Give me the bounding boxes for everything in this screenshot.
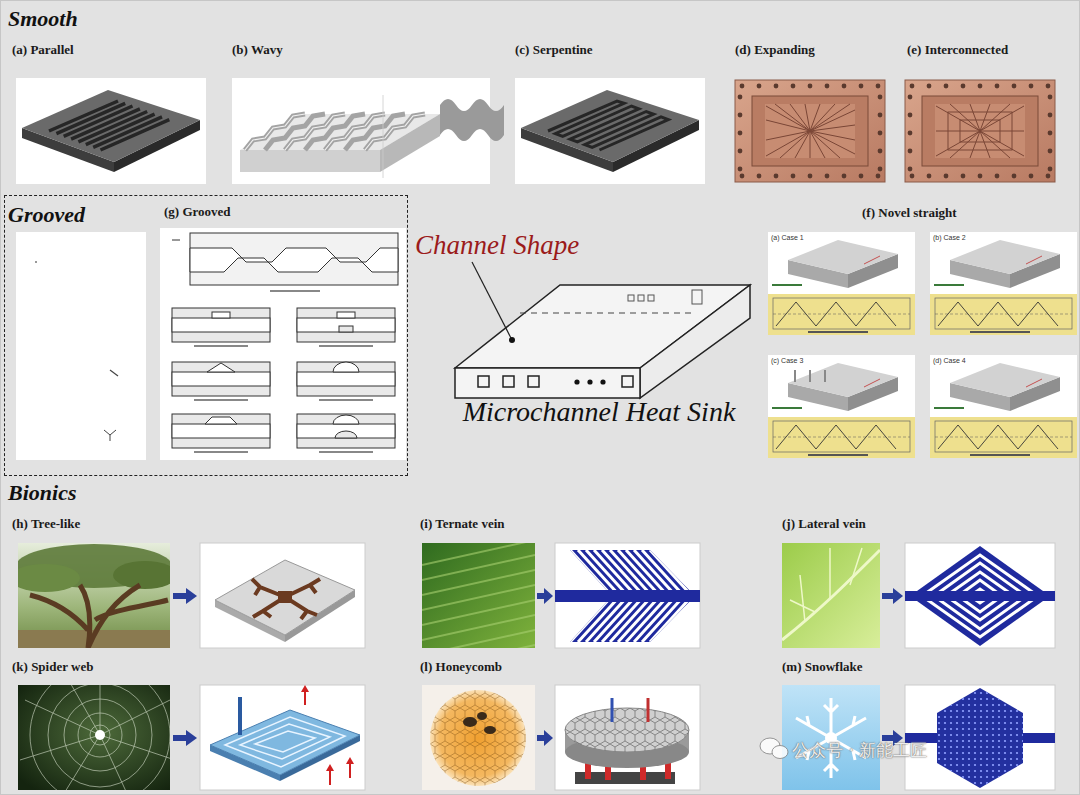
panel-caption: (b) Case 2 (933, 234, 966, 241)
grooved-illustration (16, 228, 406, 460)
panel-caption-box: (m) Snowflake (780, 659, 1058, 793)
panel-caption-box: (l) Honeycomb (418, 659, 703, 793)
lateral-vein-illustration (782, 543, 1055, 648)
panel-caption: (c) Serpentine (515, 42, 593, 58)
watermark-icon (760, 738, 788, 759)
wavy-heat-sink (232, 78, 504, 184)
panel-caption: (d) Case 4 (933, 357, 966, 364)
panel-caption: (b) Wavy (232, 42, 283, 58)
heat-sink-box: Microchannel Heat Sink (440, 280, 758, 432)
channel-shape-label: Channel Shape (415, 230, 579, 261)
panel-caption: (i) Ternate vein (420, 516, 505, 532)
case-panel: (b) Case 2 (930, 232, 1077, 335)
panel-caption: (c) Case 3 (771, 357, 803, 364)
section-heading: Bionics (8, 480, 76, 506)
panel-caption: (g) Grooved (164, 204, 231, 220)
microchannel-heat-sink-drawing (455, 262, 750, 398)
panel-caption: (m) Snowflake (782, 659, 863, 675)
panel-caption-box: (k) Spider web (10, 659, 368, 793)
case-panel: (c) Case 3 (768, 355, 915, 458)
dashed-section-box: Grooved (g) Grooved (4, 195, 408, 476)
panel-caption-box: (j) Lateral vein (780, 516, 1058, 650)
panel-caption: (j) Lateral vein (782, 516, 866, 532)
panel-caption-box: (b) Wavy (230, 42, 492, 185)
case-panel: (a) Case 1 (768, 232, 915, 335)
panel-caption-box: (h) Tree-like (10, 516, 368, 650)
panel-caption-box: (a) Parallel (12, 42, 210, 185)
heat-sink-title: Microchannel Heat Sink (440, 396, 758, 428)
panel-caption-box: (e) Interconnected (903, 42, 1058, 185)
panel-caption: (d) Expanding (735, 42, 815, 58)
panel-caption: (e) Interconnected (907, 42, 1008, 58)
serpentine-heat-sink (515, 78, 705, 184)
panel-caption-box: (i) Ternate vein (418, 516, 703, 650)
spider-web-illustration (18, 660, 365, 795)
tree-bionic-illustration (10, 543, 365, 648)
novel-straight-illustration (768, 232, 1077, 458)
panel-caption: (h) Tree-like (12, 516, 80, 532)
parallel-heat-sink (16, 78, 206, 184)
expanding-heat-sink (735, 80, 885, 182)
panel-caption-box: (c) Serpentine (512, 42, 712, 185)
watermark: 公众号 · 新能工匠 (792, 739, 927, 762)
panel-caption: (l) Honeycomb (420, 659, 502, 675)
panel-caption-box: (d) Expanding (733, 42, 888, 185)
panel-caption: (k) Spider web (12, 659, 93, 675)
panel-caption-box: (g) Grooved (161, 204, 407, 464)
ternate-vein-illustration (422, 540, 700, 670)
panel-caption: (a) Case 1 (771, 234, 804, 241)
snowflake-illustration (782, 685, 1055, 790)
panel-caption: (a) Parallel (12, 42, 74, 58)
section-heading: Grooved (8, 202, 85, 228)
section-band: Smooth (a) Parallel (b) Wavy (c) Serpentine… (0, 0, 1080, 190)
panel-caption: (f) Novel straight (862, 205, 957, 221)
panel-caption-box: (f) Novel straight (a) Case 1 (b) Case 2 (c… (764, 205, 1078, 463)
interconnected-heat-sink (905, 80, 1055, 182)
honeycomb-illustration (422, 685, 700, 790)
section-heading: Smooth (8, 6, 78, 32)
case-panel: (d) Case 4 (930, 355, 1077, 458)
